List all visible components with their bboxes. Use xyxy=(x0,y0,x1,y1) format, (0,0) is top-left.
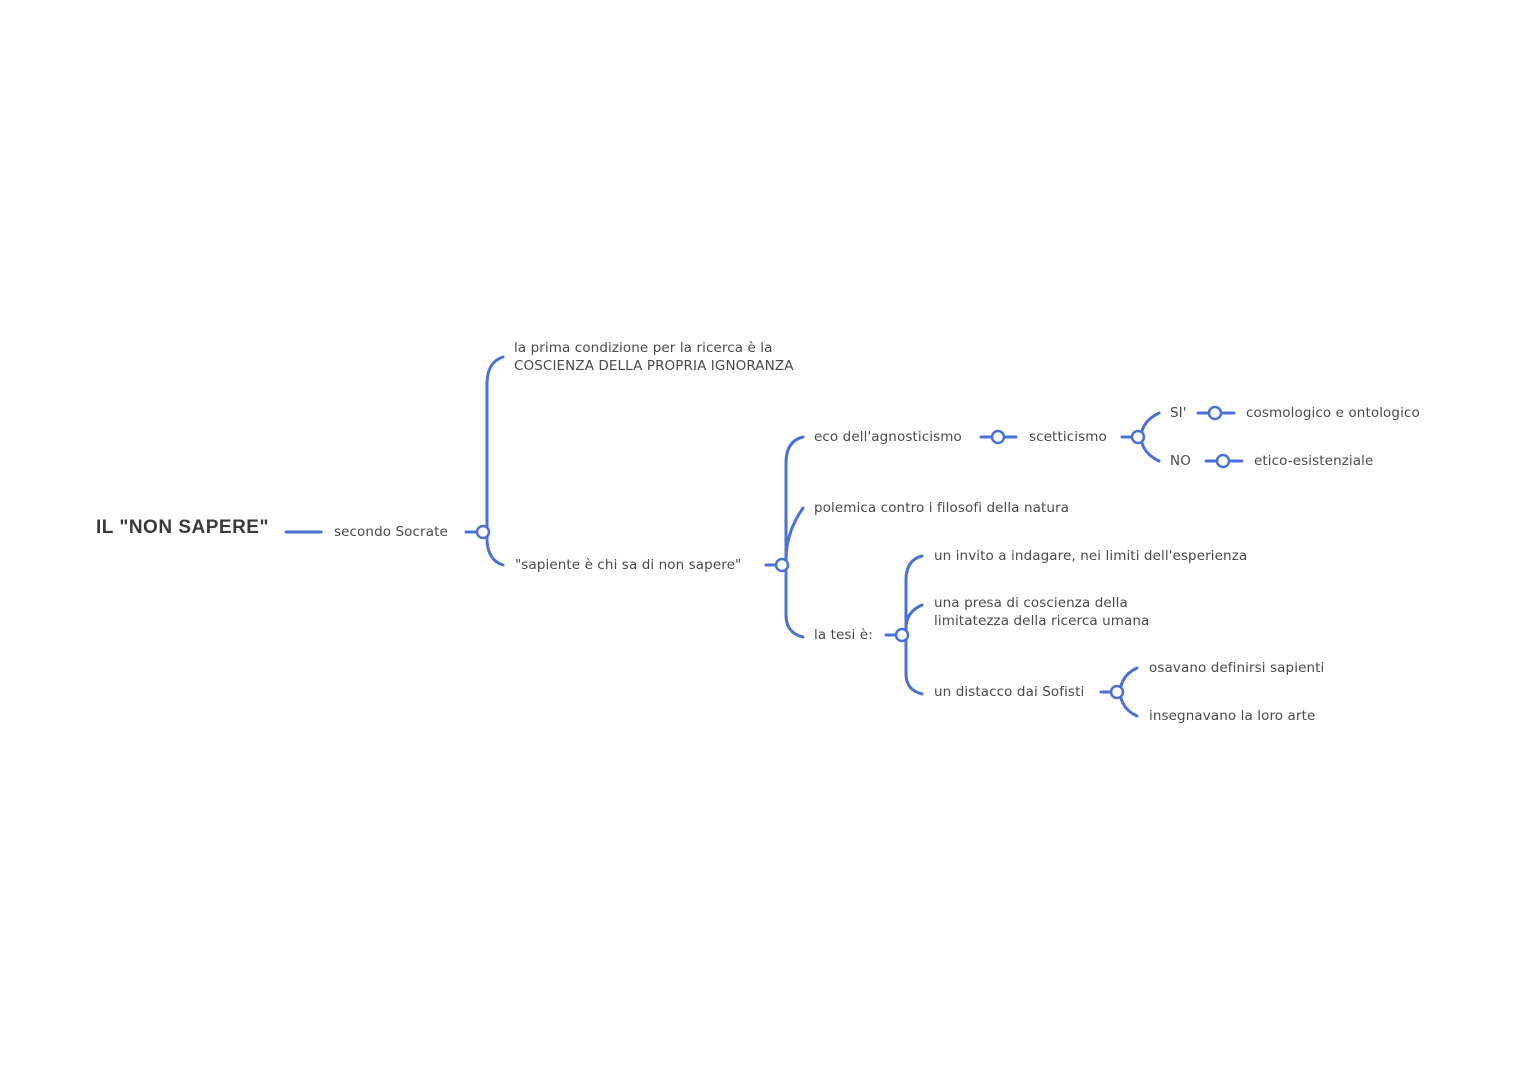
node-presa-coscienza-line2: limitatezza della ricerca umana xyxy=(934,613,1150,629)
node-si[interactable]: SI' xyxy=(1170,405,1187,421)
knob-no xyxy=(1215,453,1231,469)
node-eco-agnosticismo[interactable]: eco dell'agnosticismo xyxy=(814,429,962,445)
knob-secondo xyxy=(475,524,491,540)
knob-si xyxy=(1207,405,1223,421)
bracket-scetticismo xyxy=(1140,411,1161,463)
node-etico-esistenziale[interactable]: etico-esistenziale xyxy=(1254,453,1374,469)
bracket-tesi xyxy=(900,554,924,696)
node-presa-coscienza-line1: una presa di coscienza della xyxy=(934,595,1128,611)
node-cosmologico[interactable]: cosmologico e ontologico xyxy=(1246,405,1420,421)
node-osavano[interactable]: osavano definirsi sapienti xyxy=(1149,660,1325,676)
bracket-secondo xyxy=(481,355,505,567)
node-prima-condizione[interactable]: la prima condizione per la ricerca è la … xyxy=(514,339,794,375)
node-insegnavano[interactable]: insegnavano la loro arte xyxy=(1149,708,1316,724)
node-scetticismo[interactable]: scetticismo xyxy=(1029,429,1107,445)
node-tesi[interactable]: la tesi è: xyxy=(814,627,873,643)
node-distacco-sofisti[interactable]: un distacco dai Sofisti xyxy=(934,684,1085,700)
node-no[interactable]: NO xyxy=(1170,453,1191,469)
node-prima-condizione-line2: COSCIENZA DELLA PROPRIA IGNORANZA xyxy=(514,358,794,374)
root-topic[interactable]: IL "NON SAPERE" xyxy=(96,517,269,538)
node-polemica[interactable]: polemica contro i filosofi della natura xyxy=(814,500,1070,516)
bracket-distacco xyxy=(1119,666,1139,718)
node-sapiente[interactable]: "sapiente è chi sa di non sapere" xyxy=(515,557,742,573)
knob-scetticismo xyxy=(1130,429,1146,445)
knob-eco xyxy=(990,429,1006,445)
bracket-sapiente xyxy=(780,435,805,639)
knob-tesi xyxy=(894,627,910,643)
node-presa-coscienza[interactable]: una presa di coscienza della limitatezza… xyxy=(934,594,1149,630)
knob-sapiente xyxy=(774,557,790,573)
node-invito[interactable]: un invito a indagare, nei limiti dell'es… xyxy=(934,548,1248,564)
node-prima-condizione-line1: la prima condizione per la ricerca è la xyxy=(514,340,773,356)
node-secondo-socrate[interactable]: secondo Socrate xyxy=(334,524,448,540)
knob-distacco xyxy=(1109,684,1125,700)
